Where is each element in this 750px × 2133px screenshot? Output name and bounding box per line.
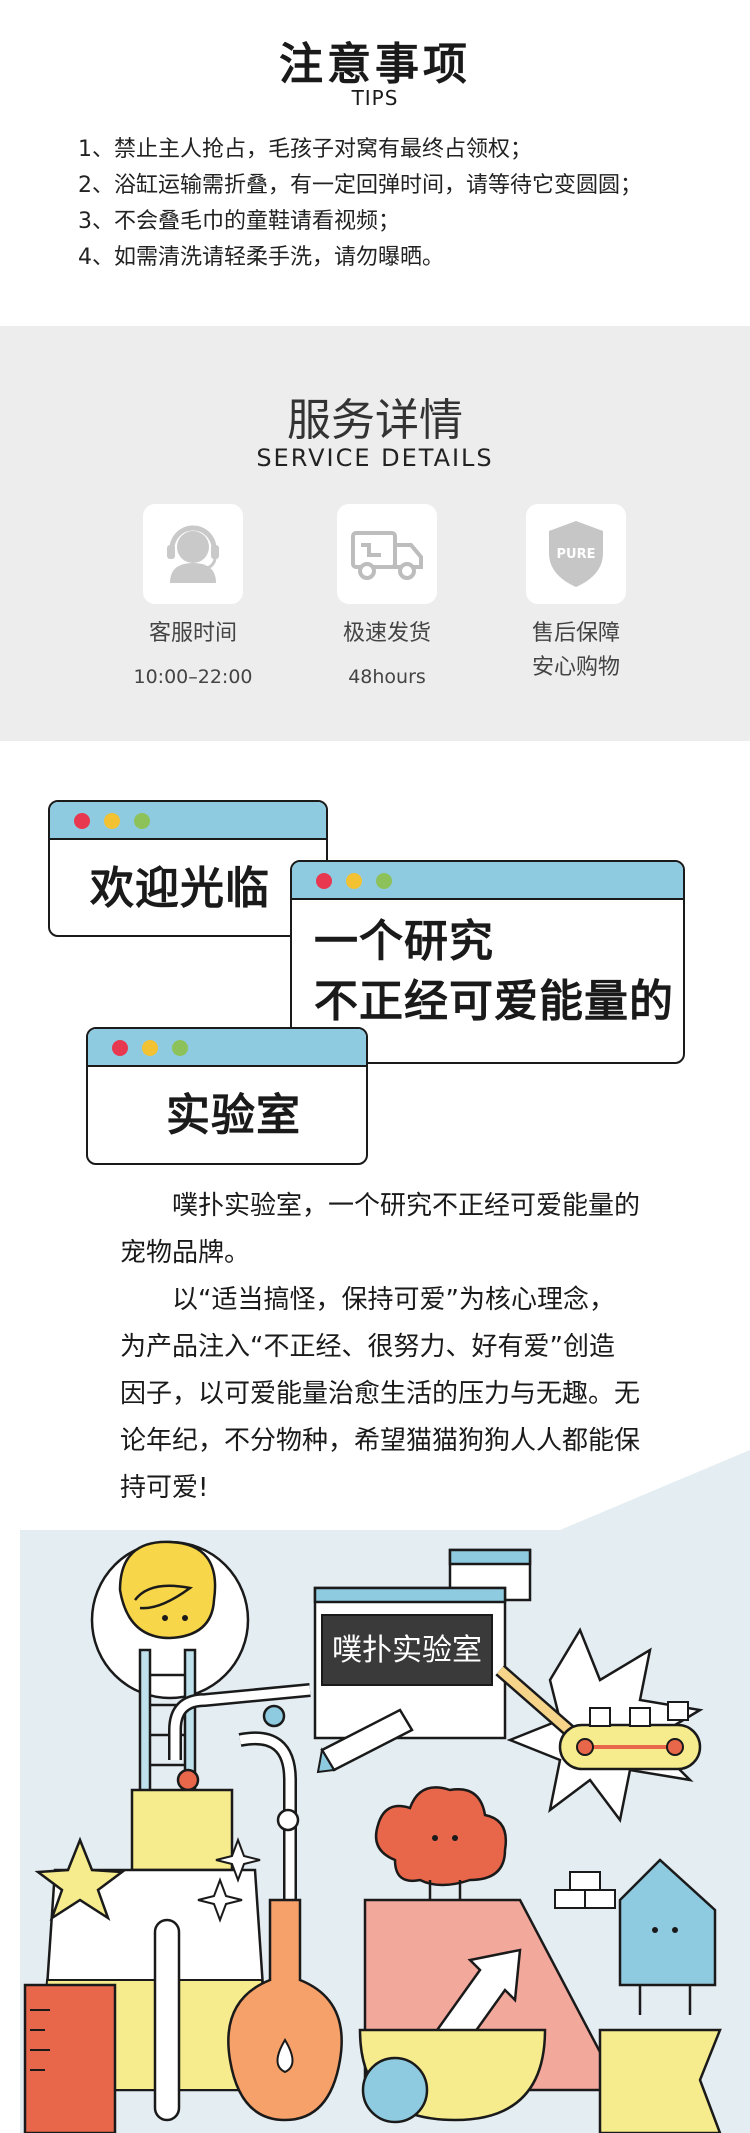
house-character <box>618 1858 717 2015</box>
maximize-dot-icon <box>172 1040 188 1056</box>
cloud-character <box>374 1786 508 1910</box>
close-dot-icon <box>112 1040 128 1056</box>
service-subtitle: SERVICE DETAILS <box>256 444 494 472</box>
window-text-line: 一个研究 <box>314 916 494 967</box>
window-titlebar <box>292 862 683 900</box>
screen-text: 噗扑实验室 <box>332 1633 482 1668</box>
window-text-line: 不正经可爱能量的 <box>314 976 674 1027</box>
lab-illustration: 噗扑实验室 <box>20 1450 750 2133</box>
service-label: 客服时间 <box>148 621 237 646</box>
service-detail: 48hours <box>348 666 426 688</box>
service-item-after-sales: PURE 售后保障 安心购物 <box>496 504 656 684</box>
tips-subtitle: TIPS <box>351 86 399 110</box>
service-label: 极速发货 <box>342 621 431 646</box>
window-welcome: 欢迎光临 <box>48 800 328 937</box>
window-lab: 实验室 <box>86 1027 368 1165</box>
intro-paragraph: 噗扑实验室，一个研究不正经可爱能量的宠物品牌。 <box>120 1191 641 1268</box>
service-item-shipping: 极速发货 48hours <box>307 504 467 692</box>
minimize-dot-icon <box>104 813 120 829</box>
shield-icon: PURE <box>526 504 626 604</box>
chick-character <box>90 1540 250 1700</box>
shield-badge-text: PURE <box>557 547 596 562</box>
close-dot-icon <box>74 813 90 829</box>
window-titlebar <box>88 1029 366 1067</box>
headset-icon <box>143 504 243 604</box>
minimize-dot-icon <box>346 873 362 889</box>
truck-icon <box>337 504 437 604</box>
service-detail: 10:00–22:00 <box>133 666 253 688</box>
tip-item: 1、禁止主人抢占，毛孩子对窝有最终占领权； <box>78 137 532 162</box>
window-text: 实验室 <box>166 1090 301 1141</box>
maximize-dot-icon <box>376 873 392 889</box>
tip-item: 3、不会叠毛巾的童鞋请看视频； <box>78 209 400 234</box>
tip-item: 2、浴缸运输需折叠，有一定回弹时间，请等待它变圆圆； <box>78 173 642 198</box>
service-label: 售后保障 <box>531 621 620 646</box>
minimize-dot-icon <box>142 1040 158 1056</box>
brand-intro: 噗扑实验室，一个研究不正经可爱能量的宠物品牌。 以“适当搞怪，保持可爱”为核心理… <box>120 1183 640 1512</box>
service-title: 服务详情 <box>287 395 463 446</box>
close-dot-icon <box>316 873 332 889</box>
service-section: 服务详情 SERVICE DETAILS 客服时间 10:00–22:00 <box>0 326 750 741</box>
window-text: 欢迎光临 <box>90 863 270 914</box>
intro-paragraph: 以“适当搞怪，保持可爱”为核心理念，为产品注入“不正经、很努力、好有爱”创造因子… <box>120 1285 641 1503</box>
service-detail: 安心购物 <box>531 655 620 680</box>
tip-item: 4、如需清洗请轻柔手洗，请勿曝晒。 <box>78 245 444 270</box>
tips-list: 1、禁止主人抢占，毛孩子对窝有最终占领权； 2、浴缸运输需折叠，有一定回弹时间，… <box>78 132 642 276</box>
window-titlebar <box>50 802 326 840</box>
service-item-customer-service: 客服时间 10:00–22:00 <box>113 504 273 692</box>
tips-title: 注意事项 <box>279 39 471 90</box>
maximize-dot-icon <box>134 813 150 829</box>
